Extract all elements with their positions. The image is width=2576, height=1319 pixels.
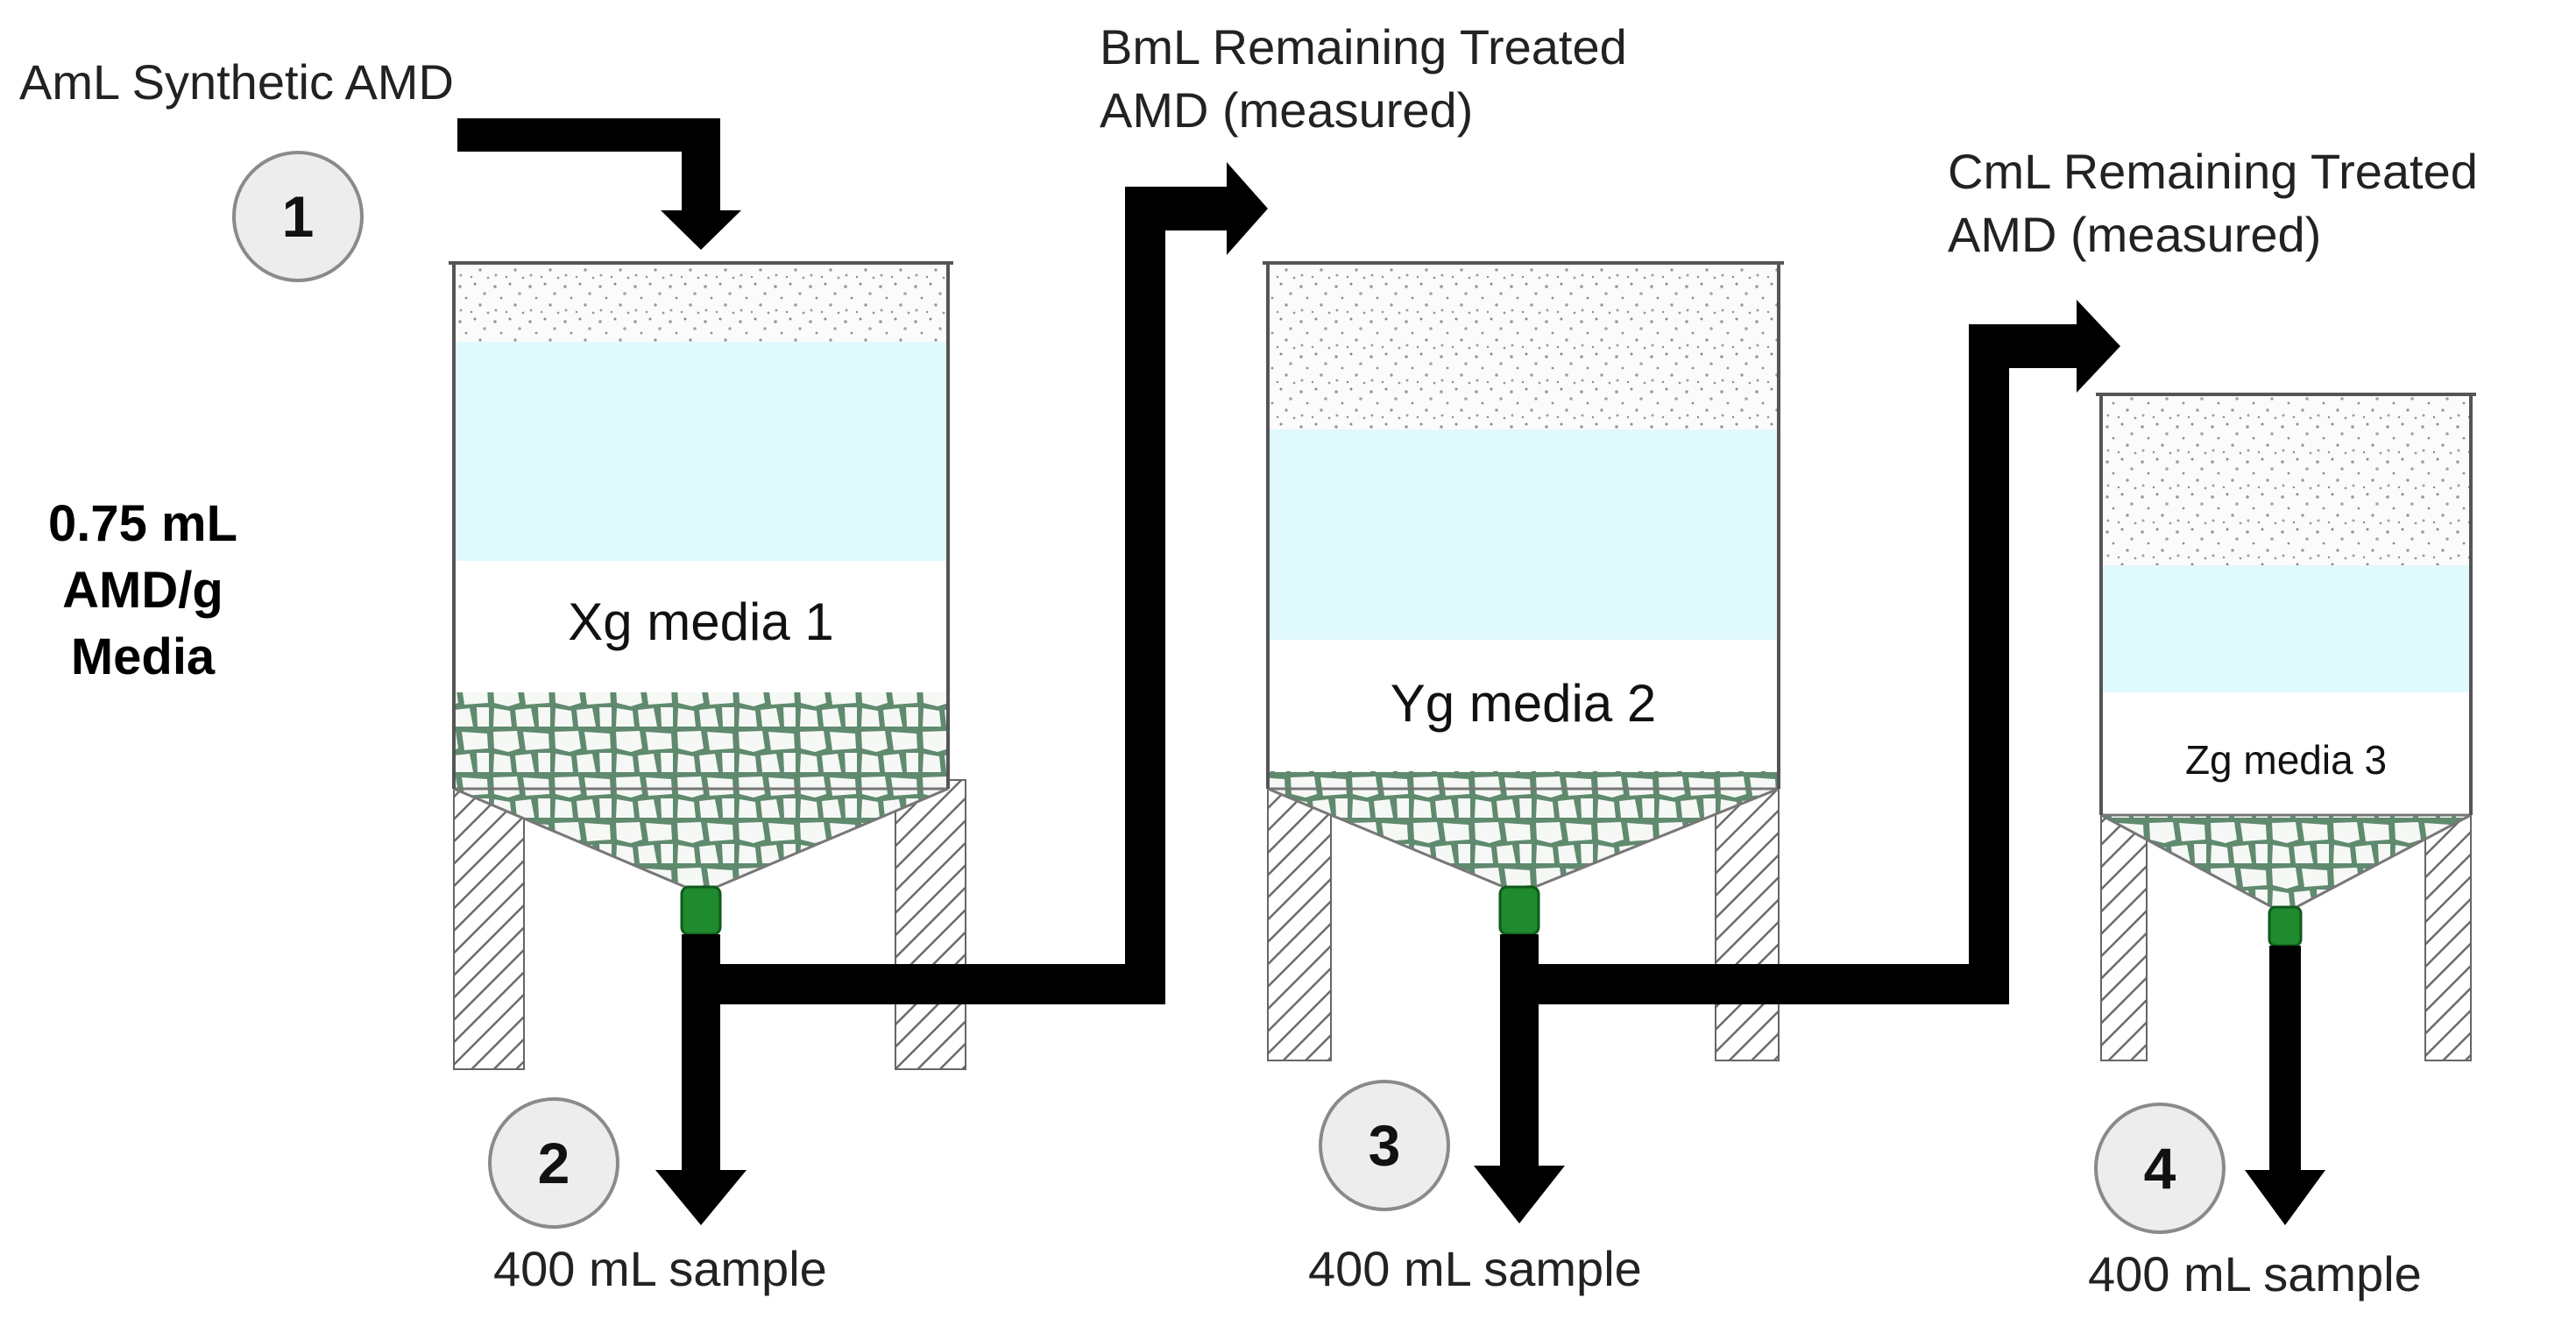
column-1-sand-layer <box>454 263 948 342</box>
column-1-gravel-layer <box>454 692 948 789</box>
column-2-leg-left <box>1267 779 1332 1061</box>
column-3-leg-left <box>2100 814 2148 1061</box>
ratio-label: 0.75 mL AMD/g Media <box>16 491 270 691</box>
transfer-arrow-1 <box>720 162 1268 1004</box>
column-1-sample-arrow <box>655 934 747 1225</box>
column-2-water-layer <box>1268 429 1779 640</box>
flow-arrows <box>457 118 2325 1225</box>
remaining-c-line-2: AMD (measured) <box>1948 207 2322 262</box>
column-2-sample-arrow <box>1474 934 1565 1223</box>
column-2-cone <box>1267 787 1780 889</box>
column-2-valve <box>1498 885 1540 936</box>
column-1-leg-right <box>895 779 966 1070</box>
remaining-b-line-2: AMD (measured) <box>1100 82 1474 138</box>
column-2-gravel-layer <box>1268 771 1779 791</box>
column-3-cone <box>2100 813 2472 909</box>
media-1-label: Xg media 1 <box>568 592 834 651</box>
media-2-label: Yg media 2 <box>1390 674 1657 733</box>
column-3-sample-arrow <box>2245 946 2325 1225</box>
remaining-c-line-1: CmL Remaining Treated <box>1948 144 2478 199</box>
column-3-valve <box>2268 905 2303 947</box>
sample-label-3: 400 mL sample <box>2088 1246 2422 1301</box>
ratio-line-1: 0.75 mL <box>48 495 237 552</box>
media-3-label: Zg media 3 <box>2184 737 2388 783</box>
column-1-leg-left <box>453 779 525 1070</box>
input-label: AmL Synthetic AMD <box>19 54 454 110</box>
input-arrow <box>457 118 741 250</box>
filter-column-2 <box>1263 261 1784 1061</box>
filter-column-1 <box>449 261 966 1070</box>
column-1-label-band <box>454 561 948 692</box>
remaining-b-label: BmL Remaining Treated AMD (measured) <box>1100 16 1627 142</box>
column-1-water-layer <box>454 342 948 561</box>
remaining-b-line-1: BmL Remaining Treated <box>1100 19 1627 74</box>
filter-column-3 <box>2096 393 2476 1061</box>
step-badge-3: 3 <box>1319 1080 1450 1211</box>
column-3-water-layer <box>2101 565 2471 692</box>
ratio-line-2: AMD/g <box>62 562 223 619</box>
column-1-cone <box>453 787 949 889</box>
step-badge-2: 2 <box>488 1097 619 1229</box>
sample-label-2: 400 mL sample <box>1308 1241 1642 1296</box>
ratio-line-3: Media <box>70 628 216 685</box>
remaining-c-label: CmL Remaining Treated AMD (measured) <box>1948 140 2478 266</box>
column-2-leg-right <box>1715 779 1780 1061</box>
step-badge-4: 4 <box>2094 1103 2226 1234</box>
column-1-valve <box>680 885 722 936</box>
column-2-label-band <box>1268 640 1779 771</box>
column-3-label-band <box>2101 692 2471 815</box>
column-3-leg-right <box>2424 814 2472 1061</box>
transfer-arrow-2 <box>1539 300 2120 1004</box>
column-3-sand-layer <box>2101 394 2471 565</box>
sample-label-1: 400 mL sample <box>493 1241 827 1296</box>
step-badge-1: 1 <box>232 151 364 282</box>
column-2-sand-layer <box>1268 263 1779 429</box>
